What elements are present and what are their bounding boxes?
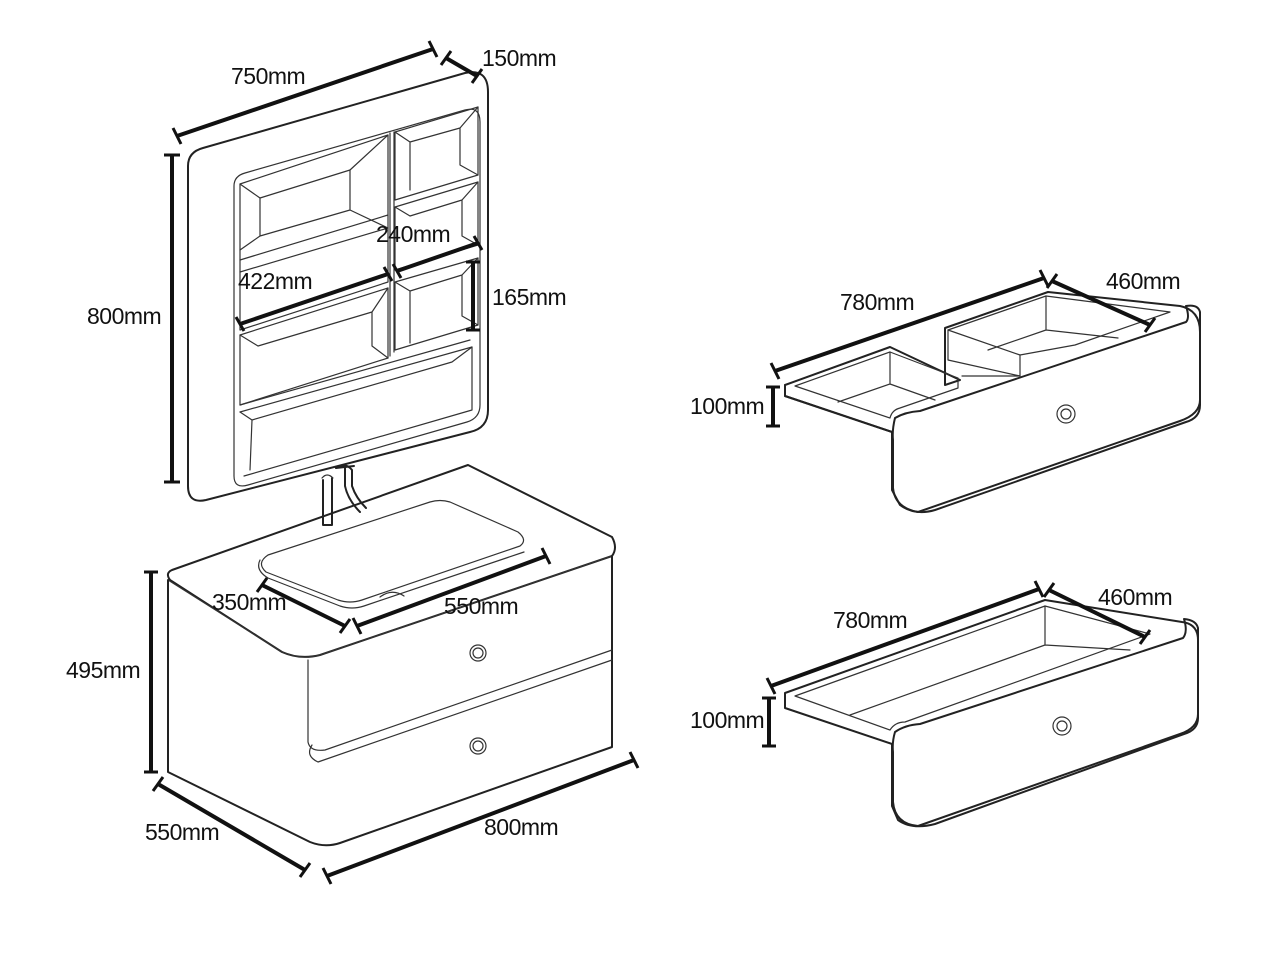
drawer-with-cutout — [784, 291, 1201, 514]
mirror-width-label: 750mm — [231, 63, 305, 89]
dimension-lines — [144, 40, 1157, 885]
shelf-height-label: 165mm — [492, 284, 566, 310]
upper-drawer-depth-label: 460mm — [1106, 268, 1180, 294]
lower-drawer-depth-label: 460mm — [1098, 584, 1172, 610]
drawer-open — [784, 599, 1199, 828]
upper-drawer-height-label: 100mm — [690, 393, 764, 419]
shelf-large-width-label: 422mm — [238, 268, 312, 294]
dimension-labels: 750mm 150mm 800mm 422mm 240mm 165mm 495m… — [66, 45, 1181, 845]
faucet — [321, 464, 367, 526]
mirror-height-label: 800mm — [87, 303, 161, 329]
upper-drawer-width-label: 780mm — [840, 289, 914, 315]
basin-depth-label: 350mm — [212, 589, 286, 615]
mirror-cabinet — [187, 71, 489, 502]
shelf-small-width-label: 240mm — [376, 221, 450, 247]
vanity-width-label: 800mm — [484, 814, 558, 840]
vanity-height-label: 495mm — [66, 657, 140, 683]
mirror-depth-label: 150mm — [482, 45, 556, 71]
vanity-depth-label: 550mm — [145, 819, 219, 845]
basin-width-label: 550mm — [444, 593, 518, 619]
vanity-unit — [166, 464, 616, 847]
lower-drawer-height-label: 100mm — [690, 707, 764, 733]
lower-drawer-width-label: 780mm — [833, 607, 907, 633]
